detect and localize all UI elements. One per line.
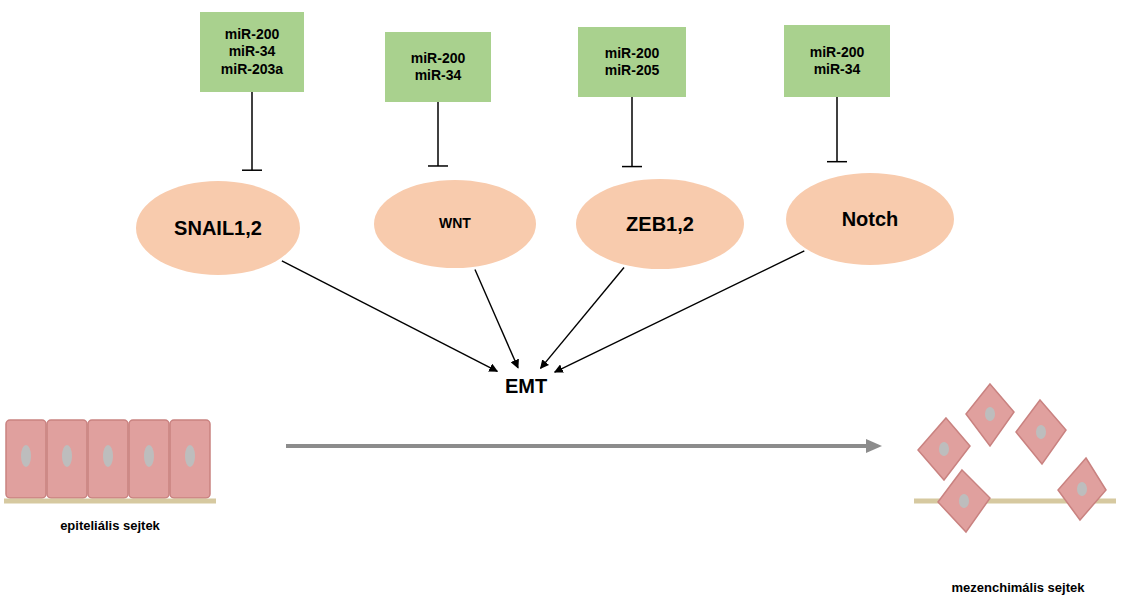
mirna-name: miR-205 — [605, 62, 659, 80]
inhibition-connector — [622, 97, 642, 167]
mesenchymal-cells — [914, 384, 1116, 532]
inhibition-bar — [827, 161, 847, 163]
connector-line — [631, 97, 633, 167]
inhibition-bar — [428, 165, 448, 167]
mirna-name: miR-200 — [411, 50, 465, 68]
pathway-ellipse: ZEB1,2 — [575, 178, 745, 270]
cell-type-label: epiteliális sejtek — [60, 518, 160, 533]
cell-type-label: mezenchimális sejtek — [952, 580, 1085, 595]
activation-arrow — [475, 270, 518, 368]
inhibition-bar — [242, 169, 262, 171]
mirna-name: miR-200 — [225, 26, 279, 44]
mirna-box: miR-200miR-205 — [578, 27, 686, 97]
transition-arrow — [286, 439, 882, 453]
mirna-name: miR-200 — [605, 45, 659, 63]
mirna-name: miR-200 — [810, 44, 864, 62]
inhibition-connector — [428, 102, 448, 166]
connector-line — [251, 92, 253, 170]
activation-arrow — [555, 251, 805, 372]
process-label: EMT — [501, 372, 551, 401]
inhibition-connector — [827, 97, 847, 162]
mirna-name: miR-203a — [221, 61, 283, 79]
mirna-box: miR-200miR-34 — [784, 25, 890, 97]
mirna-box: miR-200miR-34 — [385, 32, 491, 102]
activation-arrow — [541, 268, 624, 369]
mirna-box: miR-200miR-34miR-203a — [200, 12, 304, 92]
connector-line — [475, 270, 518, 368]
mirna-name: miR-34 — [814, 61, 861, 79]
connector-line — [437, 102, 439, 166]
pathway-name: ZEB1,2 — [626, 212, 694, 237]
mirna-name: miR-34 — [415, 67, 462, 85]
pathway-ellipse: SNAIL1,2 — [135, 180, 301, 276]
process-name: EMT — [505, 374, 547, 399]
pathway-ellipse: Notch — [785, 172, 955, 266]
connector-line — [555, 251, 805, 372]
pathway-ellipse: WNT — [373, 179, 537, 269]
connector-line — [282, 261, 497, 372]
pathway-name: Notch — [842, 207, 899, 232]
connector-line — [541, 268, 624, 369]
connector-line — [836, 97, 838, 162]
pathway-name: SNAIL1,2 — [174, 216, 262, 241]
inhibition-bar — [622, 166, 642, 168]
activation-arrow — [282, 261, 497, 372]
epithelial-cells — [4, 420, 216, 501]
pathway-name: WNT — [439, 215, 471, 233]
mirna-name: miR-34 — [229, 43, 276, 61]
inhibition-connector — [242, 92, 262, 170]
